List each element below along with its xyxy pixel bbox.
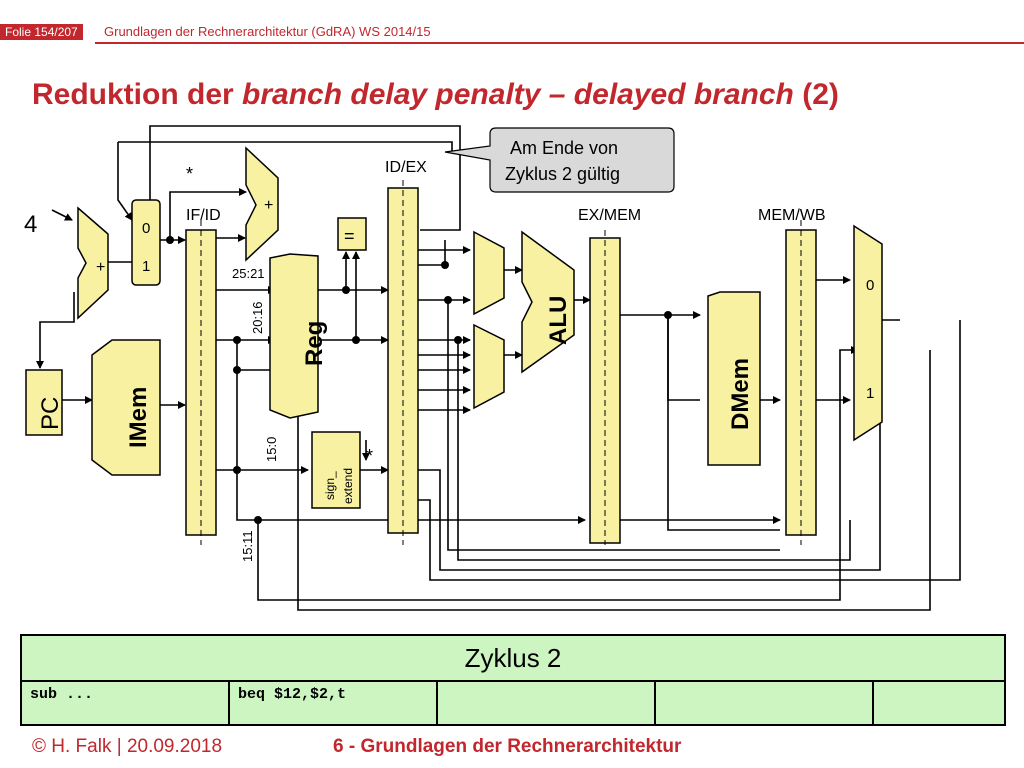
writeback-mux — [853, 224, 883, 442]
bits-15-11: 15:11 — [240, 530, 255, 562]
if-id-label: IF/ID — [186, 207, 221, 224]
pc-mux-input-0: 0 — [142, 220, 150, 237]
footer-chapter: 6 - Grundlagen der Rechnerarchitektur — [333, 736, 682, 757]
program-counter — [25, 369, 63, 436]
sign-extend — [311, 431, 361, 509]
wb-mux-input-0: 0 — [866, 277, 874, 294]
instruction-memory — [91, 339, 161, 476]
star-signext: * — [366, 446, 373, 466]
branch-adder — [245, 146, 279, 262]
bits-25-21: 25:21 — [232, 266, 265, 281]
id-ex-label: ID/EX — [385, 159, 427, 176]
pc-label: PC — [37, 397, 64, 430]
cycle-cell-4 — [654, 680, 874, 726]
sign-extend-label-1: sign_ — [323, 471, 337, 500]
pc-mux-input-1: 1 — [142, 258, 150, 275]
slide-counter: Folie 154/207 — [0, 24, 83, 40]
callout-line-1: Am Ende von — [510, 138, 618, 158]
title-suffix: (2) — [793, 78, 839, 111]
reg-label: Reg — [301, 321, 328, 366]
star-branch: * — [186, 164, 193, 184]
cycle-table-header: Zyklus 2 — [20, 634, 1006, 682]
wb-mux-input-1: 1 — [866, 385, 874, 402]
footer-author-date: © H. Falk | 20.09.2018 — [32, 736, 223, 757]
pipeline-diagram: 4 + 0 1 PC IMem * + IF/ID ID/EX EX/MEM M… — [24, 125, 961, 611]
slide-title: Reduktion der branch delay penalty – del… — [32, 78, 839, 112]
dmem-label: DMem — [727, 358, 754, 430]
cycle-cell-5 — [872, 680, 1006, 726]
pc-adder — [77, 206, 109, 320]
alu-mux-b — [473, 323, 505, 410]
cycle-cell-1: sub ... — [20, 680, 230, 726]
callout-bubble — [444, 127, 675, 193]
course-title: Grundlagen der Rechnerarchitektur (GdRA)… — [104, 24, 431, 39]
mem-wb-label: MEM/WB — [758, 207, 826, 224]
bits-15-0: 15:0 — [264, 437, 279, 462]
data-memory — [707, 291, 761, 466]
constant-4: 4 — [24, 211, 37, 238]
imem-label: IMem — [125, 387, 152, 448]
pc-adder-plus: + — [96, 259, 105, 276]
ex-mem-label: EX/MEM — [578, 207, 641, 224]
branch-adder-plus: + — [264, 197, 273, 214]
equal-comparator — [337, 217, 367, 251]
cycle-cell-2: beq $12,$2,t — [228, 680, 438, 726]
pc-mux — [131, 199, 161, 286]
sign-extend-label-2: extend — [341, 468, 355, 504]
alu-mux-a — [473, 230, 505, 316]
alu — [521, 230, 575, 374]
callout-line-2: Zyklus 2 gültig — [505, 164, 620, 184]
bits-20-16: 20:16 — [250, 301, 265, 334]
cycle-cell-3 — [436, 680, 656, 726]
register-file — [269, 253, 319, 419]
title-italic: branch delay penalty – delayed branch — [242, 78, 794, 111]
cycle-table: Zyklus 2 sub ... beq $12,$2,t — [20, 634, 1006, 726]
equal-label: = — [344, 226, 355, 246]
alu-label: ALU — [545, 296, 572, 345]
header-divider — [95, 42, 1024, 44]
title-prefix: Reduktion der — [32, 78, 243, 111]
